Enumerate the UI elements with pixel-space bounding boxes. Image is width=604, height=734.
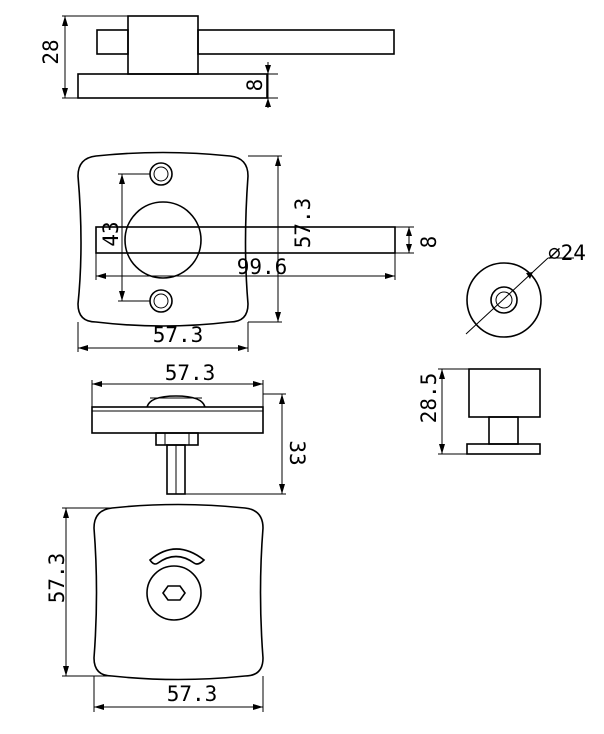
side-view: 28 8 bbox=[39, 15, 395, 108]
back-plate bbox=[93, 503, 264, 681]
knob-ring bbox=[490, 286, 518, 314]
knob-outer bbox=[466, 262, 542, 338]
front-rose bbox=[124, 201, 202, 279]
dim-back-height: 57.3 bbox=[45, 553, 69, 604]
turn-knob bbox=[146, 565, 202, 621]
side-base bbox=[77, 73, 268, 99]
top-view: 57.3 33 bbox=[91, 361, 309, 495]
dim-side-base: 8 bbox=[243, 79, 267, 92]
dim-front-hole-spacing: 43 bbox=[99, 221, 123, 246]
front-plate bbox=[77, 151, 249, 327]
front-screw-bottom bbox=[149, 289, 173, 313]
front-view: 43 57.3 8 99.6 57.3 bbox=[77, 151, 441, 352]
dim-top-depth: 33 bbox=[285, 440, 309, 465]
back-view: 57.3 57.3 bbox=[45, 503, 264, 712]
knob-view: ⌀24 28.5 bbox=[417, 241, 586, 455]
knob-neck-side bbox=[488, 416, 519, 445]
front-lever bbox=[95, 226, 396, 254]
front-screw-top bbox=[149, 162, 173, 186]
dim-front-lever-length: 99.6 bbox=[237, 255, 288, 279]
top-cap bbox=[146, 395, 206, 408]
dim-side-height: 28 bbox=[39, 39, 63, 64]
hex-socket-icon bbox=[162, 585, 186, 601]
top-collar bbox=[155, 432, 199, 446]
dim-front-lever: 8 bbox=[417, 236, 441, 249]
knob-base-side bbox=[466, 443, 541, 455]
dim-back-width: 57.3 bbox=[167, 682, 218, 706]
knob-diameter-leader bbox=[465, 257, 549, 335]
side-body bbox=[127, 15, 199, 75]
dim-knob-diameter: ⌀24 bbox=[548, 241, 586, 265]
side-lever bbox=[197, 29, 395, 55]
indicator-window bbox=[148, 548, 206, 565]
dim-front-width: 57.3 bbox=[153, 323, 204, 347]
dim-front-height: 57.3 bbox=[291, 198, 315, 249]
knob-body-side bbox=[468, 368, 541, 418]
side-stub bbox=[96, 29, 129, 55]
dim-knob-height: 28.5 bbox=[417, 373, 441, 424]
dim-top-width: 57.3 bbox=[165, 361, 216, 385]
